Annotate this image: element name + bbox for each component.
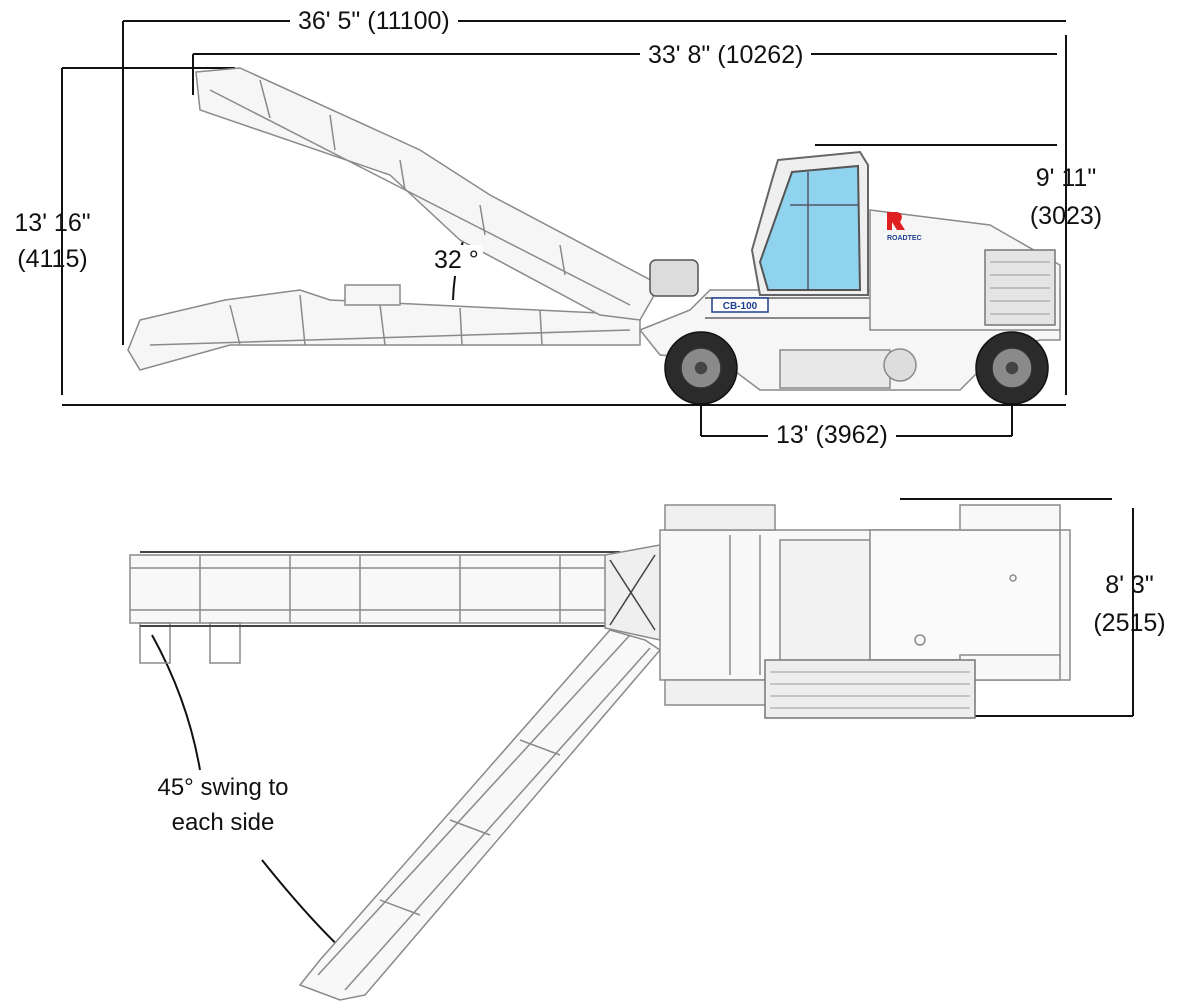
top-conveyor-straight	[129, 554, 641, 624]
drive-motor	[649, 259, 699, 297]
top-width-mm-label: (2515)	[1093, 609, 1166, 637]
swing-note-line2: each side	[171, 809, 275, 836]
cab-height-mm-label: (3023)	[1029, 202, 1103, 230]
overall-length-label: 36' 5" (11100)	[290, 6, 458, 37]
cab-glass	[758, 164, 862, 291]
roadtec-logo	[887, 212, 905, 230]
conveyor-angle-label: 32 °	[430, 245, 483, 276]
pickup-assembly	[779, 349, 891, 389]
inclined-conveyor	[195, 67, 662, 321]
side-view-machine	[127, 67, 1061, 405]
side-view-dimension-lines	[61, 20, 1067, 437]
conveyor-length-label: 33' 8" (10262)	[640, 40, 812, 71]
max-height-ft-label: 13' 16"	[14, 209, 91, 237]
top-width-ft-label: 8' 3"	[1105, 571, 1154, 599]
top-conveyor-swung	[298, 629, 662, 1001]
model-badge	[711, 297, 769, 313]
wheelbase-label: 13' (3962)	[768, 420, 896, 451]
model-badge-text: CB-100	[723, 301, 758, 312]
front-wheel	[975, 331, 1049, 405]
rear-wheel	[664, 331, 738, 405]
top-view-machine	[129, 504, 1071, 1001]
top-grating	[764, 659, 976, 719]
max-height-mm-label: (4115)	[17, 245, 88, 273]
cab-height-ft-label: 9' 11"	[1035, 164, 1097, 192]
brand-logo-text: ROADTEC	[887, 235, 922, 242]
swing-note-line1: 45° swing to	[157, 774, 289, 801]
